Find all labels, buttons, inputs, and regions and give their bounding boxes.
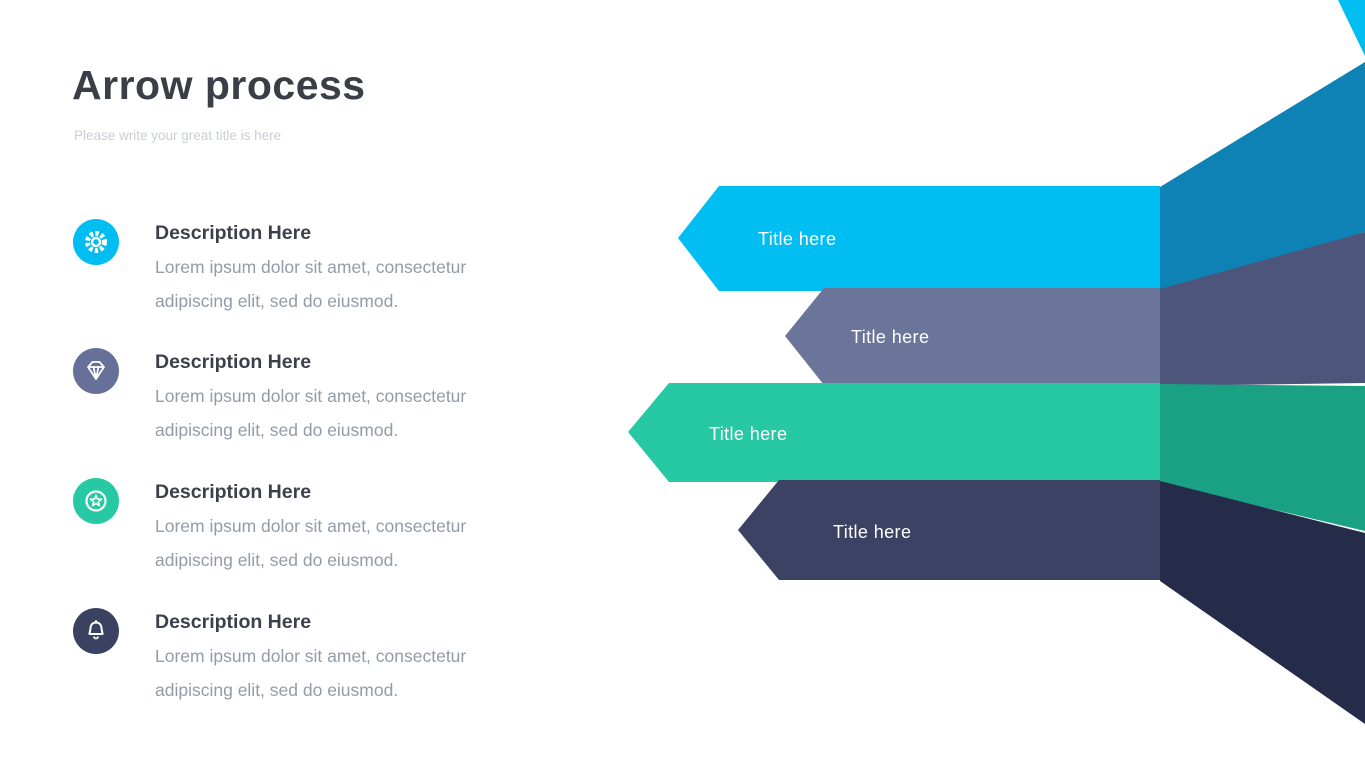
arrow-extension-1 xyxy=(1160,62,1365,292)
item-text-block: Description Here Lorem ipsum dolor sit a… xyxy=(155,608,507,707)
arrow-label-2: Title here xyxy=(851,327,929,347)
arrow-banner-2 xyxy=(785,288,1160,385)
page-title: Arrow process xyxy=(72,62,366,108)
arrow-banner-3 xyxy=(628,383,1160,482)
gear-icon xyxy=(73,219,119,265)
arrow-label-4: Title here xyxy=(833,522,911,542)
corner-accent-shape xyxy=(1338,0,1365,56)
item-body: Lorem ipsum dolor sit amet, consectetur … xyxy=(155,386,467,440)
description-item-4: Description Here Lorem ipsum dolor sit a… xyxy=(73,608,563,707)
page-subtitle: Please write your great title is here xyxy=(74,128,282,143)
arrow-label-1: Title here xyxy=(758,229,836,249)
diamond-icon xyxy=(73,348,119,394)
item-text-block: Description Here Lorem ipsum dolor sit a… xyxy=(155,478,507,577)
item-title: Description Here xyxy=(155,351,312,373)
arrow-extension-2 xyxy=(1160,232,1365,386)
arrow-extension-4 xyxy=(1160,481,1365,724)
bell-icon xyxy=(73,608,119,654)
arrow-banner-4 xyxy=(738,480,1160,580)
item-body: Lorem ipsum dolor sit amet, consectetur … xyxy=(155,646,467,700)
description-item-2: Description Here Lorem ipsum dolor sit a… xyxy=(73,348,563,447)
arrow-banner-1 xyxy=(678,186,1160,291)
description-item-1: Description Here Lorem ipsum dolor sit a… xyxy=(73,219,563,318)
arrow-label-3: Title here xyxy=(709,424,787,444)
item-title: Description Here xyxy=(155,481,312,503)
item-title: Description Here xyxy=(155,222,312,244)
item-title: Description Here xyxy=(155,611,312,633)
description-item-3: Description Here Lorem ipsum dolor sit a… xyxy=(73,478,563,577)
item-body: Lorem ipsum dolor sit amet, consectetur … xyxy=(155,516,467,570)
star-icon xyxy=(73,478,119,524)
item-text-block: Description Here Lorem ipsum dolor sit a… xyxy=(155,348,507,447)
item-text-block: Description Here Lorem ipsum dolor sit a… xyxy=(155,219,507,318)
item-body: Lorem ipsum dolor sit amet, consectetur … xyxy=(155,257,467,311)
